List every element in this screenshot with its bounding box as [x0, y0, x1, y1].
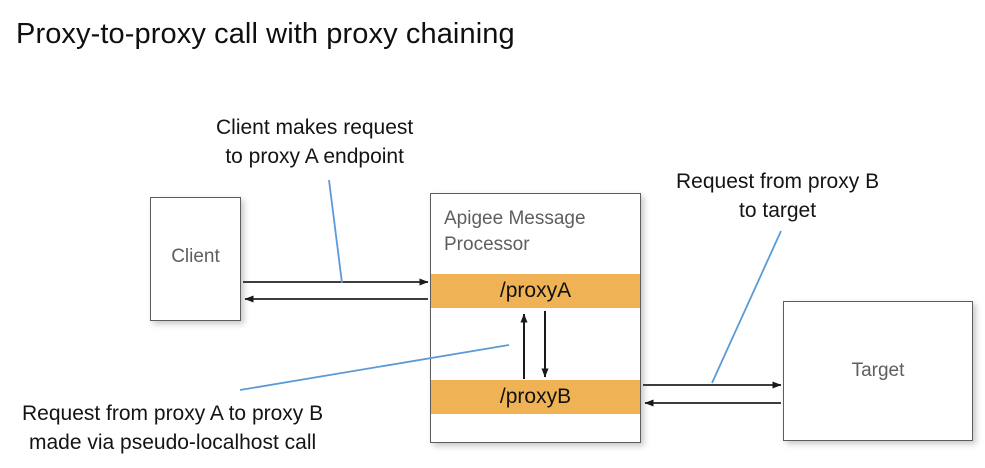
- leader-line-client-request: [328, 179, 343, 284]
- mp-title-line-2: Processor: [444, 234, 530, 255]
- annotation-proxy-chaining-line-1: Request from proxy A to proxy B: [22, 402, 324, 425]
- leader-line-proxy-chaining: [239, 344, 510, 391]
- annotation-proxy-chaining-line-2: made via pseudo-localhost call: [28, 431, 317, 454]
- annotation-client-request-line-2: to proxy A endpoint: [225, 145, 404, 168]
- node-target-label: Target: [851, 360, 905, 381]
- annotation-client-request: Client makes request to proxy A endpoint: [216, 113, 413, 171]
- annotation-proxyb-to-target: Request from proxy B to target: [676, 167, 879, 225]
- page-title: Proxy-to-proxy call with proxy chaining: [16, 18, 515, 50]
- mp-title-line-1: Apigee Message: [444, 208, 586, 229]
- proxy-a-band: /proxyA: [431, 274, 640, 308]
- annotation-proxy-chaining: Request from proxy A to proxy B made via…: [22, 399, 323, 457]
- leader-line-proxyb-to-target: [711, 230, 782, 384]
- node-message-processor-title: Apigee Message Processor: [444, 206, 634, 258]
- annotation-proxyb-to-target-line-2: to target: [739, 199, 817, 222]
- node-client-label: Client: [171, 246, 220, 267]
- annotation-client-request-line-1: Client makes request: [216, 116, 414, 139]
- node-client: Client: [150, 197, 241, 321]
- proxy-b-band: /proxyB: [431, 380, 640, 414]
- node-target: Target: [783, 301, 973, 441]
- annotation-proxyb-to-target-line-1: Request from proxy B: [676, 170, 880, 193]
- node-message-processor: Apigee Message Processor /proxyA /proxyB: [430, 193, 641, 443]
